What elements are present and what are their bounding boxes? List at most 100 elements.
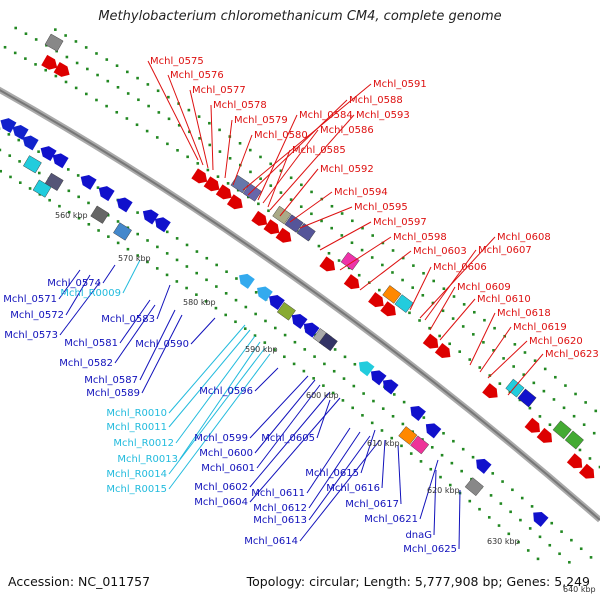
tick-dot (536, 557, 540, 561)
tick-dot (216, 175, 220, 178)
tick-dot (402, 400, 406, 404)
tick-dot (66, 168, 70, 171)
tick-dot (564, 384, 567, 387)
leader-line (156, 284, 171, 320)
gene-feature (113, 222, 132, 241)
scale-tick-label: 610 kbp (367, 439, 400, 448)
gene-label: Mchl_R0014 (106, 469, 167, 480)
tick-dot (74, 40, 78, 43)
feature-group (0, 33, 595, 527)
tick-dot (175, 280, 179, 283)
tick-dot (574, 392, 577, 396)
leader-line (175, 335, 256, 444)
gene-label: Mchl_0620 (529, 336, 583, 347)
tick-dot (392, 393, 396, 396)
tick-dot (267, 209, 270, 213)
leader-line (139, 309, 176, 381)
leader-line (397, 444, 402, 505)
tick-dot (509, 510, 512, 514)
leader-line (168, 324, 246, 414)
leader-line (210, 104, 214, 171)
tick-dot (542, 389, 546, 393)
tick-dot (218, 128, 221, 132)
tick-dot (228, 157, 232, 160)
tick-dot (428, 326, 431, 330)
tick-dot (451, 317, 455, 320)
tick-dot (381, 407, 385, 410)
tick-dot (8, 154, 12, 157)
tick-dot (273, 326, 277, 330)
tick-dot (471, 455, 475, 459)
tick-dot (584, 401, 587, 404)
gene-label: Mchl_0600 (199, 448, 253, 459)
tick-dot (372, 399, 375, 403)
gene-feature (536, 427, 553, 443)
tick-dot (438, 334, 441, 338)
tick-dot (289, 198, 293, 201)
gene-label: Mchl_0623 (545, 349, 599, 360)
scale-tick-label: 580 kbp (183, 298, 216, 307)
gene-feature (44, 33, 64, 52)
tick-dot (125, 117, 129, 120)
leader-line (167, 74, 204, 166)
tick-dot (391, 271, 394, 274)
tick-dot (501, 480, 504, 483)
tick-dot (204, 300, 208, 303)
tick-dot (533, 359, 537, 362)
gene-feature (239, 273, 255, 289)
tick-dot (177, 123, 181, 127)
tick-dot (371, 234, 374, 237)
gene-feature (12, 125, 29, 140)
gene-feature (53, 61, 70, 77)
scale-tick-label: 640 kbp (563, 585, 596, 594)
tick-dot (562, 406, 566, 410)
tick-dot (568, 560, 571, 564)
leader-line (409, 266, 432, 311)
tick-dot (146, 83, 150, 86)
gene-label: Mchl_0617 (345, 499, 399, 510)
tick-dot (126, 70, 129, 74)
tick-dot (340, 234, 344, 237)
gene-feature (284, 214, 304, 233)
tick-dot (54, 28, 57, 31)
tick-dot (155, 136, 159, 139)
leader-line (256, 384, 321, 469)
leader-line (254, 379, 316, 454)
leader-line (339, 236, 392, 271)
leader-line (269, 114, 355, 211)
tick-dot (448, 483, 452, 487)
gene-feature (22, 135, 39, 151)
tick-dot (77, 216, 81, 220)
tick-dot (360, 248, 364, 252)
tick-dot (381, 263, 384, 267)
tick-dot (116, 220, 120, 223)
gene-label: Mchl_R0011 (106, 422, 167, 433)
tick-dot (473, 310, 476, 314)
gene-label: Mchl_0580 (254, 130, 308, 141)
tick-dot (215, 285, 218, 288)
tick-dot (381, 241, 385, 245)
tick-dot (155, 267, 159, 270)
gene-feature (40, 146, 57, 162)
tick-dot (552, 398, 556, 401)
gene-label: Mchl_R0010 (106, 408, 167, 419)
leader-line (319, 221, 372, 251)
tick-dot (54, 74, 58, 78)
tick-dot (269, 184, 273, 187)
leader-line (507, 353, 544, 396)
tick-dot (441, 309, 445, 313)
scale-tick-label: 570 kbp (118, 254, 151, 263)
tick-dot (58, 204, 61, 208)
gene-feature (566, 453, 583, 469)
tick-dot (351, 219, 354, 223)
gene-label: Mchl_0574 (47, 278, 101, 289)
tick-dot (67, 210, 71, 214)
tick-dot (86, 67, 89, 71)
gene-label: Mchl_0606 (433, 262, 487, 273)
tick-dot (107, 235, 110, 238)
tick-dot (13, 51, 17, 55)
tick-dot (299, 205, 303, 208)
tick-dot (115, 64, 119, 68)
tick-dot (517, 540, 520, 544)
tick-dot (409, 452, 413, 455)
